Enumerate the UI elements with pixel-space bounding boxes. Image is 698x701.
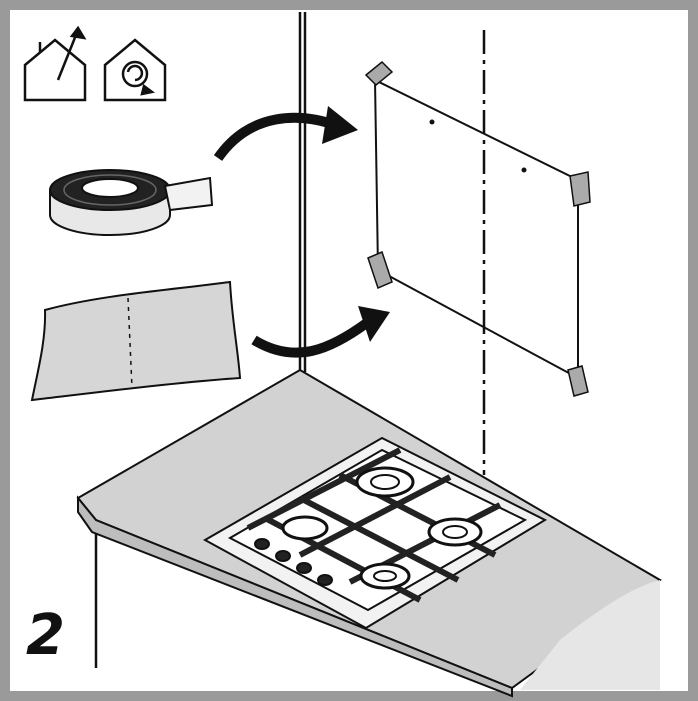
arrow-paper-to-wall	[251, 306, 390, 358]
house-recirculation-icon	[103, 38, 167, 102]
house-duct-icon	[23, 25, 87, 102]
paper-template	[373, 78, 579, 380]
step-number: 2	[26, 603, 65, 668]
arrow-tape-to-wall	[213, 106, 358, 161]
wall-edges	[94, 12, 307, 668]
tape-pieces	[364, 60, 591, 397]
tape-roll	[49, 169, 214, 236]
gas-hob	[202, 436, 548, 630]
paper-sheet	[30, 280, 242, 402]
